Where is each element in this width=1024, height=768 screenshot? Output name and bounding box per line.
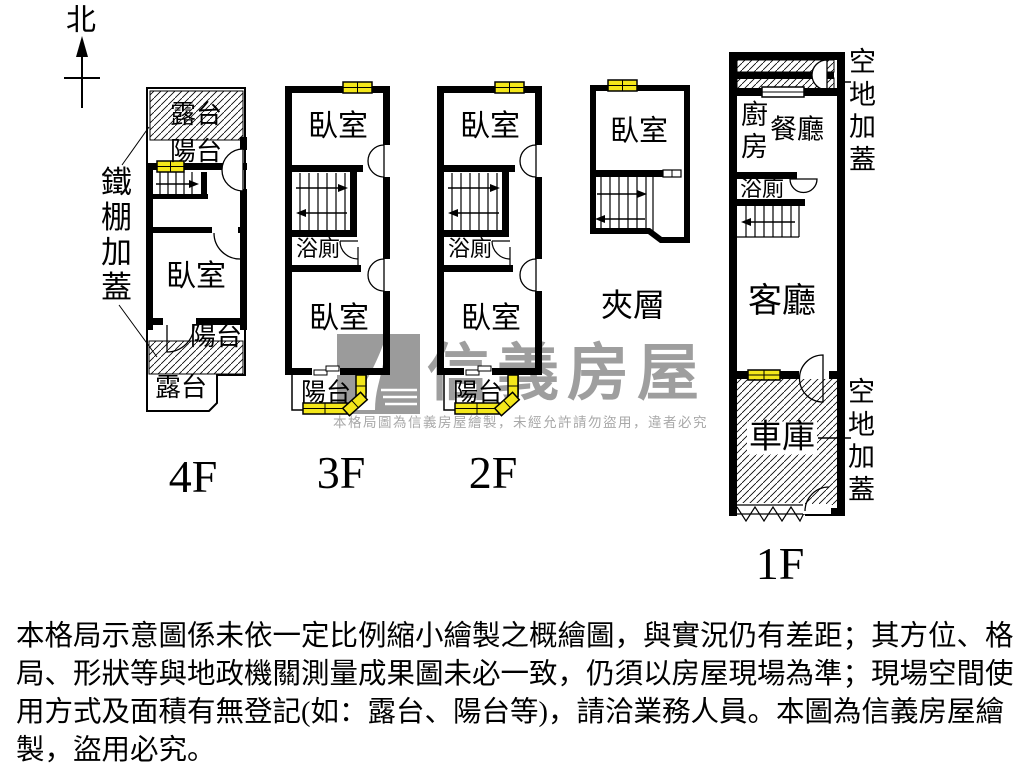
room-label-1f-dining: 餐廳 xyxy=(770,114,824,145)
floor-4f-plan xyxy=(118,87,247,412)
annotation-iron-shed: 鐵棚加蓋 xyxy=(101,165,132,305)
disclaimer-line: 用方式及面積有無登記(如：露台、陽台等)，請洽業務人員。本圖為信義房屋繪 xyxy=(16,697,1004,728)
room-label-4f-terrace-bottom: 露台 xyxy=(154,373,208,402)
room-label-3f-bath: 浴廁 xyxy=(295,236,341,261)
watermark: 信義房屋 本格局圖為信義房屋繪製，未經允許請勿盜用，違者必究 xyxy=(333,334,708,430)
room-label-3f-bedroom-top: 臥室 xyxy=(308,110,368,143)
room-label-4f-balcony-top: 陽台 xyxy=(169,137,223,166)
room-label-2f-bedroom-top: 臥室 xyxy=(460,110,520,143)
room-label-4f-balcony-bottom: 陽台 xyxy=(189,322,243,351)
room-label-2f-bath: 浴廁 xyxy=(447,236,493,261)
floor-label-3f: 3F xyxy=(316,447,366,498)
room-label-2f-balcony: 陽台 xyxy=(452,379,504,407)
north-label: 北 xyxy=(66,4,96,37)
room-label-4f-bedroom: 臥室 xyxy=(166,260,226,293)
room-label-1f-kitchen: 廚房 xyxy=(741,100,768,162)
room-label-1f-living: 客廳 xyxy=(748,283,816,320)
annotation-open-area-bottom: 空地加蓋 xyxy=(848,377,875,505)
watermark-notice-text: 本格局圖為信義房屋繪製，未經允許請勿盜用，違者必究 xyxy=(333,415,708,430)
floor-3f-plan xyxy=(285,81,390,417)
room-label-mezzanine-bedroom: 臥室 xyxy=(609,115,669,148)
room-label-2f-bedroom-bottom: 臥室 xyxy=(461,302,521,335)
floor-label-1f: 1F xyxy=(755,538,805,589)
room-label-3f-bedroom-bottom: 臥室 xyxy=(309,302,369,335)
floor-label-4f: 4F xyxy=(168,451,218,502)
floorplan-drawing xyxy=(64,36,851,523)
compass-icon xyxy=(64,36,100,108)
room-label-3f-balcony: 陽台 xyxy=(300,379,352,407)
floor-label-mezzanine: 夾層 xyxy=(600,287,666,323)
disclaimer-line: 局、形狀等與地政機關測量成果圖未必一致，仍須以房屋現場為準；現場空間使 xyxy=(16,659,1014,690)
disclaimer-line: 製，盜用必究。 xyxy=(16,735,216,766)
room-label-1f-bath: 浴廁 xyxy=(739,176,785,201)
mezzanine-plan xyxy=(590,79,690,243)
room-label-4f-terrace-top: 露台 xyxy=(169,100,223,129)
disclaimer-line: 本格局示意圖係未依一定比例縮小繪製之概繪圖，與實況仍有差距；其方位、格 xyxy=(16,621,1014,652)
floor-1f-plan xyxy=(729,52,851,523)
room-label-1f-garage: 車庫 xyxy=(747,419,817,456)
floor-label-2f: 2F xyxy=(468,447,518,498)
annotation-open-area-top: 空地加蓋 xyxy=(849,47,876,175)
disclaimer-text: 本格局示意圖係未依一定比例縮小繪製之概繪圖，與實況仍有差距；其方位、格 局、形狀… xyxy=(16,618,1016,768)
